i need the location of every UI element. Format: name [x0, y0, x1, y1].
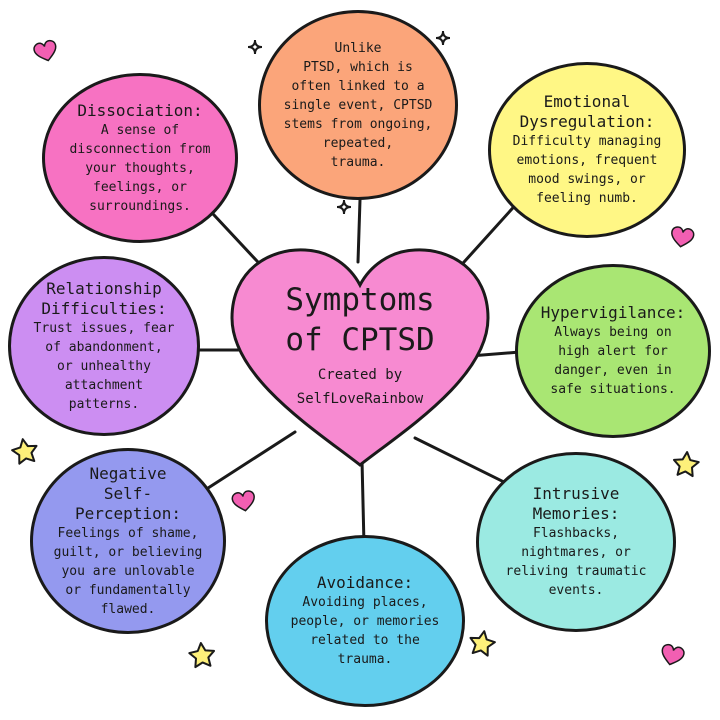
bubble-text-line: or unhealthy: [57, 358, 151, 374]
bubble-title: Avoidance:: [316, 573, 414, 592]
bubble-text-line: mood swings, or: [528, 172, 646, 187]
heart-icon: [661, 643, 685, 666]
bubble-text-line: related to the: [310, 633, 420, 648]
bubble-text-line: PTSD, which is: [303, 59, 413, 75]
bubble-text-line: A sense of: [100, 122, 180, 138]
star-icon: [672, 451, 700, 478]
center-title-line2: of CPTSD: [285, 322, 435, 358]
bubble-text-line: stems from ongoing,: [283, 116, 433, 132]
heart-icon: [33, 39, 57, 62]
bubble-text-line: your thoughts,: [85, 160, 195, 176]
bubble-text-line: single event, CPTSD: [283, 97, 433, 113]
bubble-text-line: disconnection from: [69, 141, 211, 157]
bubble-text-line: reliving traumatic: [505, 564, 647, 579]
center-text: Symptoms of CPTSD Created by SelfLoveRai…: [250, 280, 470, 408]
sparkle-icon: [435, 30, 451, 46]
bubble-text-line: feelings, or: [93, 179, 187, 195]
heart-icon: [231, 490, 255, 512]
bubble-text-line: surroundings.: [89, 198, 191, 214]
star-icon: [11, 438, 38, 465]
bubble-title: Dissociation:: [77, 100, 203, 120]
bubble-text-line: Unlike: [334, 40, 382, 56]
bubble-text-line: events.: [548, 583, 604, 598]
bubble-text-line: flawed.: [100, 601, 156, 617]
bubble-text-line: attachment: [64, 377, 144, 393]
bubble-hypervigilance: Hypervigilance: Always being on high alert…: [515, 264, 711, 438]
sparkle-icon: [336, 199, 352, 215]
credit-line1: Created by: [317, 367, 403, 383]
sparkle-icon: [247, 39, 263, 55]
bubble-text-line: patterns.: [68, 396, 140, 412]
decorations: [11, 30, 700, 669]
connector-emotional: [453, 198, 522, 274]
bubble-text-line: Difficulty managing: [512, 134, 662, 149]
bubble-text-line: trauma.: [330, 154, 386, 170]
star-icon: [188, 642, 216, 669]
bubble-text-line: Avoiding places,: [302, 595, 428, 610]
bubble-text-line: repeated,: [322, 135, 394, 151]
credit-line2: SelfLoveRainbow: [296, 391, 424, 407]
heart-icon: [671, 226, 695, 248]
bubble-title: Memories:: [532, 504, 620, 523]
bubble-title: Hypervigilance:: [540, 303, 686, 322]
bubble-text-line: Flashbacks,: [532, 526, 620, 541]
bubble-avoidance: Avoidance: Avoiding places, people, or mem…: [265, 535, 465, 707]
connector-intrusive: [413, 436, 512, 487]
bubble-text-line: emotions, frequent: [516, 153, 658, 168]
bubble-text-line: often linked to a: [291, 78, 425, 94]
bubble-text-line: Always being on: [554, 325, 672, 340]
bubble-text-line: danger, even in: [554, 363, 672, 378]
bubble-title: Relationship: [46, 278, 162, 298]
connector-negative: [203, 430, 297, 492]
bubble-title: Negative: [89, 463, 167, 483]
star-icon: [469, 630, 496, 657]
connector-intro: [356, 198, 362, 264]
bubble-title: Difficulties:: [41, 298, 167, 318]
bubble-text-line: of abandonment,: [45, 339, 163, 355]
bubble-title: Dysregulation:: [519, 112, 655, 131]
bubble-text-line: trauma.: [337, 652, 393, 667]
bubble-text-line: high alert for: [558, 344, 668, 359]
bubble-text-line: nightmares, or: [521, 545, 631, 560]
bubble-text-line: Trust issues, fear: [33, 320, 175, 336]
bubble-dissociation: Dissociation: A sense of disconnection fro…: [42, 73, 238, 243]
center-heart: [230, 248, 490, 467]
bubble-text-line: feeling numb.: [536, 191, 638, 206]
bubble-text-line: or fundamentally: [65, 582, 191, 598]
bubble-text-line: guilt, or believing: [53, 544, 203, 560]
bubble-title: Emotional: [543, 92, 631, 111]
connector-avoidance: [360, 458, 366, 547]
bubble-title: Self-Perception:: [75, 483, 181, 523]
bubble-title: Intrusive: [532, 484, 620, 503]
bubble-text-line: Feelings of shame,: [57, 525, 199, 541]
bubble-text-line: people, or memories: [290, 614, 440, 629]
bubble-text-line: you are unlovable: [61, 563, 195, 579]
bubble-text-line: safe situations.: [550, 382, 676, 397]
center-title-line1: Symptoms: [285, 282, 435, 318]
